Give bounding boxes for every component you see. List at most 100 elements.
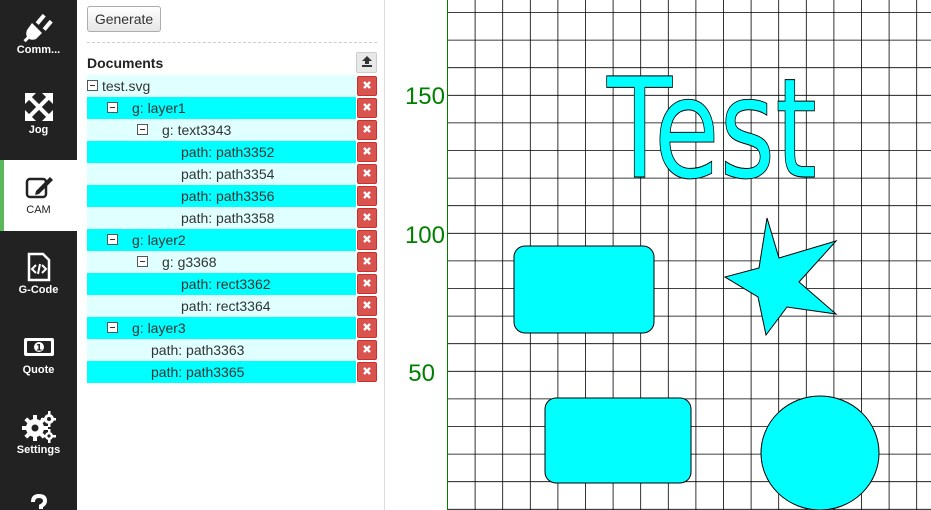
delete-button[interactable]	[357, 318, 377, 338]
close-icon	[362, 121, 372, 139]
close-icon	[362, 253, 372, 271]
delete-button[interactable]	[357, 252, 377, 272]
tree-row[interactable]: path: path3354	[87, 163, 377, 185]
workspace-canvas[interactable]: Test 150 100 50	[385, 0, 931, 510]
tree-node-label: path: path3365	[151, 364, 245, 380]
documents-title: Documents	[87, 55, 164, 71]
sidebar: Comm... Jog	[0, 0, 77, 510]
tree-row-background	[87, 361, 356, 383]
collapse-toggle-icon[interactable]	[107, 102, 118, 113]
tree-node-label: test.svg	[102, 78, 151, 94]
y-axis-label-100: 100	[404, 222, 445, 249]
tree-row[interactable]: path: rect3362	[87, 273, 377, 295]
delete-button[interactable]	[357, 164, 377, 184]
sidebar-item-settings[interactable]: Settings	[0, 400, 77, 480]
tree-row[interactable]: g: text3343	[87, 119, 377, 141]
tree-row-background	[87, 339, 356, 361]
collapse-toggle-icon[interactable]	[87, 80, 98, 91]
plug-icon	[0, 12, 77, 43]
close-icon	[362, 231, 372, 249]
tree-row[interactable]: g: g3368	[87, 251, 377, 273]
close-icon	[362, 143, 372, 161]
delete-button[interactable]	[357, 340, 377, 360]
circle-shape[interactable]	[760, 395, 880, 510]
tree-row[interactable]: path: rect3364	[87, 295, 377, 317]
sidebar-item-label: G-Code	[18, 284, 59, 296]
tree-node-label: path: rect3364	[181, 298, 271, 314]
tree-row[interactable]: path: path3363	[87, 339, 377, 361]
tree-row-background	[87, 97, 356, 119]
tree-node-label: g: layer3	[132, 320, 186, 336]
code-file-icon	[0, 252, 77, 282]
canvas-svg[interactable]: Test	[385, 0, 931, 510]
collapse-toggle-icon[interactable]	[107, 234, 118, 245]
document-tree: test.svg g: layer1 g: text3343 path: path33…	[87, 75, 377, 383]
delete-button[interactable]	[357, 142, 377, 162]
tree-row-background	[87, 317, 356, 339]
upload-icon	[361, 54, 373, 72]
sidebar-item-cam[interactable]: CAM	[0, 160, 77, 231]
tree-node-label: path: path3352	[181, 144, 275, 160]
sidebar-item-label: Jog	[28, 124, 49, 136]
delete-button[interactable]	[357, 230, 377, 250]
sidebar-item-label: Settings	[16, 444, 61, 456]
close-icon	[362, 209, 372, 227]
sidebar-item-label: Comm...	[16, 44, 61, 56]
y-axis-label-150: 150	[404, 83, 445, 110]
generate-button[interactable]: Generate	[87, 6, 161, 32]
sidebar-item-help[interactable]	[0, 480, 77, 510]
design-text-test[interactable]: Test	[606, 48, 818, 211]
delete-button[interactable]	[357, 76, 377, 96]
panel-divider	[384, 0, 385, 510]
tree-row[interactable]: path: path3356	[87, 185, 377, 207]
sidebar-item-gcode[interactable]: G-Code	[0, 240, 77, 320]
delete-button[interactable]	[357, 98, 377, 118]
svg-text:1: 1	[35, 344, 41, 354]
tree-node-label: path: path3358	[181, 210, 275, 226]
sidebar-item-quote[interactable]: 1 Quote	[0, 320, 77, 400]
tree-row[interactable]: g: layer1	[87, 97, 377, 119]
delete-button[interactable]	[357, 120, 377, 140]
delete-button[interactable]	[357, 296, 377, 316]
close-icon	[362, 363, 372, 381]
tree-node-label: path: path3363	[151, 342, 245, 358]
close-icon	[362, 275, 372, 293]
tree-node-label: path: rect3362	[181, 276, 271, 292]
upload-button[interactable]	[356, 52, 377, 73]
collapse-toggle-icon[interactable]	[107, 322, 118, 333]
delete-button[interactable]	[357, 208, 377, 228]
close-icon	[362, 319, 372, 337]
star-shape[interactable]	[723, 217, 838, 337]
tree-node-label: path: path3354	[181, 166, 275, 182]
sidebar-item-comms[interactable]: Comm...	[0, 0, 77, 80]
tree-row-background	[87, 185, 356, 207]
collapse-toggle-icon[interactable]	[137, 256, 148, 267]
tree-row-background	[87, 75, 356, 97]
delete-button[interactable]	[357, 186, 377, 206]
rounded-rect-shape-1[interactable]	[513, 245, 655, 334]
tree-row[interactable]: g: layer3	[87, 317, 377, 339]
tree-row[interactable]: path: path3352	[87, 141, 377, 163]
sidebar-item-jog[interactable]: Jog	[0, 80, 77, 160]
y-axis-label-50: 50	[408, 360, 435, 387]
sidebar-item-label: Quote	[22, 364, 55, 376]
tree-row[interactable]: g: layer2	[87, 229, 377, 251]
tree-row[interactable]: path: path3358	[87, 207, 377, 229]
delete-button[interactable]	[357, 362, 377, 382]
tree-row-background	[87, 273, 356, 295]
money-icon: 1	[0, 332, 77, 362]
tree-node-label: g: layer1	[132, 100, 186, 116]
tree-row-background	[87, 163, 356, 185]
rounded-rect-shape-2[interactable]	[544, 397, 692, 484]
tree-row-background	[87, 207, 356, 229]
tree-row-background	[87, 141, 356, 163]
design-text[interactable]: Test	[606, 48, 818, 211]
collapse-toggle-icon[interactable]	[137, 124, 148, 135]
divider	[87, 42, 377, 43]
tree-row[interactable]: path: path3365	[87, 361, 377, 383]
close-icon	[362, 99, 372, 117]
tree-row[interactable]: test.svg	[87, 75, 377, 97]
tree-row-background	[87, 251, 356, 273]
delete-button[interactable]	[357, 274, 377, 294]
